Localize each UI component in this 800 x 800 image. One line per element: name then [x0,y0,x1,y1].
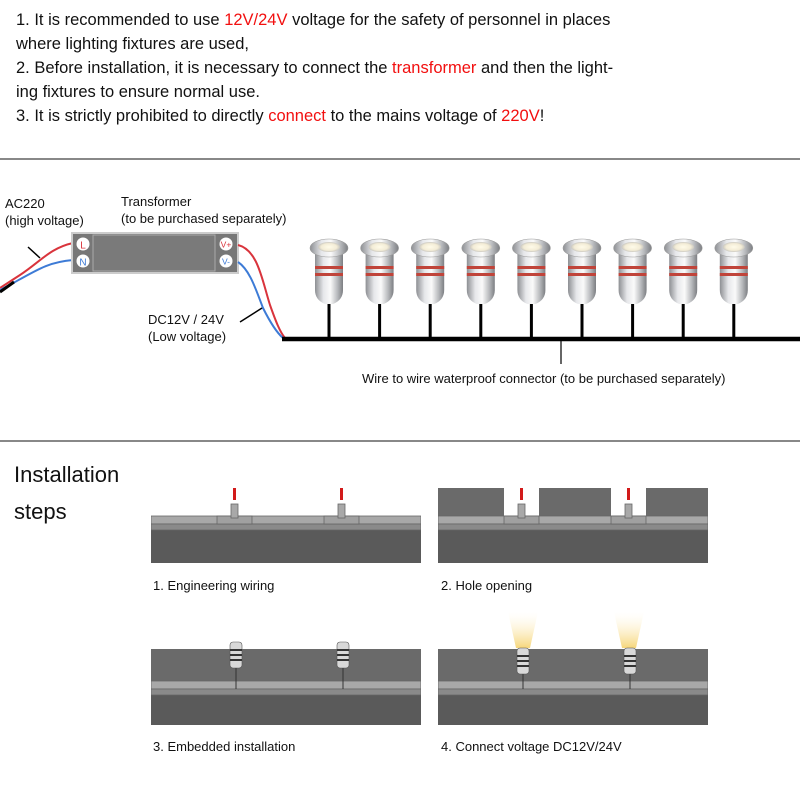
surface-block [438,488,504,516]
step-3-illustration [151,641,421,725]
conduit [230,503,239,519]
terminal-n [76,254,90,268]
light-fixture [663,238,703,339]
svg-text:V-: V- [222,257,230,267]
divider-bottom [0,440,800,442]
note-2: 2. Before installation, it is necessary … [16,59,614,77]
wiring-diagram: L N V+ V- [0,232,800,364]
mains-highlight: 220V [501,107,540,125]
safety-notes: 1. It is recommended to use 12V/24V volt… [16,8,796,128]
base-slab [151,523,421,531]
light-fixture [461,238,501,339]
svg-text:V+: V+ [221,240,232,250]
step-2-caption: 2. Hole opening [441,578,533,593]
light-beam [614,612,644,648]
terminal-vplus [219,237,233,251]
soil-layer [438,530,708,563]
svg-text:L: L [80,241,86,252]
soil-layer [151,530,421,563]
top-slab [438,680,708,690]
base-slab [438,523,708,531]
light-fixture [562,238,602,339]
dc-pointer [239,307,263,323]
voltage-highlight: 12V/24V [224,11,288,29]
steps-title: Installation steps [14,462,120,524]
light-fixture [714,238,754,339]
dc-label: DC12V / 24V(Low voltage) [148,312,227,344]
conduit [517,503,526,519]
step-1-illustration [151,488,421,563]
connect-highlight: connect [268,107,326,125]
lit-light [516,647,530,689]
surface-layer [151,649,421,681]
embedded-light [229,641,243,689]
step-2-illustration [438,488,708,563]
wire-dc-negative [237,261,284,339]
lit-light [623,647,637,689]
ac-pointer [27,246,41,259]
step-1-caption: 1. Engineering wiring [153,578,275,593]
transformer-highlight: transformer [392,59,477,77]
light-fixture [613,238,652,339]
note-3: 3. It is strictly prohibited to directly… [16,107,545,125]
light-fixture [410,238,450,339]
light-fixtures [309,238,754,339]
base-slab [438,688,708,696]
terminal-vminus [219,254,233,268]
wire-live [0,242,74,289]
transformer-label: Transformer(to be purchased separately) [121,194,287,226]
wire-dc-positive [237,244,286,339]
embedded-light [336,641,350,689]
wire-neutral [0,259,74,291]
wire-end [627,488,630,500]
conduit [337,503,346,519]
surface-block [539,488,611,516]
light-fixture [360,238,399,339]
step-3-caption: 3. Embedded installation [153,739,296,754]
top-slab [151,515,421,525]
light-fixture [309,238,349,339]
svg-text:N: N [79,258,86,269]
soil-layer [438,695,708,725]
step-4-illustration [438,612,708,725]
conduit [624,503,633,519]
divider-top [0,158,800,160]
surface-block [646,488,708,516]
note-1-cont: where lighting fixtures are used, [16,35,249,53]
base-slab [151,688,421,696]
top-slab [438,515,708,525]
mains-cable [0,280,15,294]
wire-end [233,488,236,500]
step-4-caption: 4. Connect voltage DC12V/24V [441,739,622,754]
terminal-l [76,237,90,251]
connector-label: Wire to wire waterproof connector (to be… [362,371,726,386]
top-slab [151,680,421,690]
wire-end [340,488,343,500]
ac-label: AC220(high voltage) [5,196,84,228]
light-beam [508,612,538,648]
wire-end [520,488,523,500]
surface-layer [438,649,708,681]
transformer-center [92,234,216,272]
note-1: 1. It is recommended to use 12V/24V volt… [16,11,611,29]
light-fixture [512,238,551,339]
soil-layer [151,695,421,725]
note-2-cont: ing fixtures to ensure normal use. [16,83,260,101]
